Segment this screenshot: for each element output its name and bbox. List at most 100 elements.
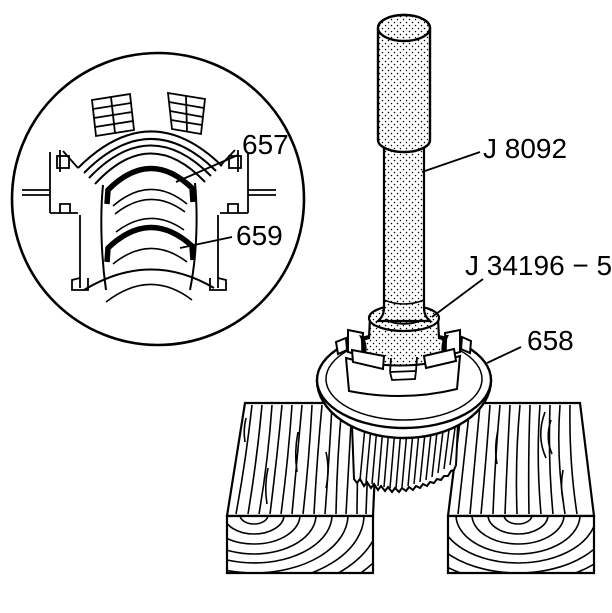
drawing-path — [185, 95, 188, 132]
drawing-path — [437, 430, 444, 474]
castellated-ring-back — [334, 328, 473, 358]
drawing-path — [62, 150, 79, 169]
label-659: 659 — [236, 220, 283, 251]
adapter-bore-rim — [385, 318, 423, 325]
callout-labels: 657 659 J 8092 J 34196 − 5 658 — [236, 129, 612, 356]
drawing-path — [449, 525, 593, 564]
drawing-path — [419, 432, 426, 483]
drawing-path — [247, 404, 263, 515]
drawing-path — [389, 370, 417, 373]
label-j8092: J 8092 — [483, 133, 567, 164]
drawing-path — [503, 517, 533, 525]
label-658: 658 — [527, 325, 574, 356]
leader-line-659 — [179, 236, 233, 249]
drawing-path — [547, 419, 553, 455]
wood-right-top-grain — [457, 404, 578, 515]
drawing-path — [425, 432, 432, 481]
wood-left-front-face — [225, 514, 375, 575]
drawing-path — [94, 152, 206, 185]
side-tooth-left — [334, 336, 349, 356]
leader-line-657 — [175, 154, 239, 183]
drawing-path — [269, 404, 283, 515]
drawing-path — [227, 203, 239, 213]
drawing-path — [228, 517, 317, 555]
drawing-path — [537, 404, 542, 515]
drawing-path — [302, 404, 313, 515]
drawing-path — [83, 138, 217, 174]
drawing-path — [311, 517, 365, 572]
gear-teeth — [350, 422, 460, 494]
drawing-path — [471, 517, 565, 545]
bearing-race-659 — [104, 224, 196, 265]
drawing-path — [258, 404, 273, 515]
driver-shaft — [374, 138, 434, 325]
inset-detail-circle — [10, 51, 306, 347]
drawing-path — [77, 130, 223, 169]
shaft-body — [374, 138, 434, 323]
drawing-path — [71, 277, 89, 291]
drawing-path — [112, 247, 188, 265]
drawing-path — [539, 411, 547, 459]
bearing-race-657 — [104, 165, 196, 215]
driver-handle — [376, 13, 432, 154]
front-notch — [389, 356, 418, 381]
drawing-path — [494, 429, 499, 465]
drawing-path — [239, 517, 269, 525]
drawing-path — [560, 469, 564, 501]
drawing-path — [228, 517, 349, 572]
drawing-path — [104, 224, 196, 263]
drawing-path — [228, 517, 301, 545]
leader-line-658 — [486, 346, 522, 364]
drawing-path — [294, 431, 299, 473]
drawing-path — [313, 404, 323, 515]
drawing-path — [88, 144, 212, 179]
wood-right-end-grain — [449, 517, 593, 572]
drawing-path — [338, 540, 372, 572]
housing-wing-left — [22, 150, 89, 291]
shaft-step-arcs — [115, 217, 185, 233]
front-tooth-left — [350, 348, 386, 371]
drawing-path — [401, 430, 408, 488]
drawing-path — [515, 404, 521, 515]
label-j34196-5: J 34196 − 5 — [465, 250, 612, 281]
drawing-path — [548, 404, 554, 515]
drawing-path — [228, 517, 285, 535]
wood-left-end-grain — [228, 517, 372, 572]
drawing-path — [431, 431, 438, 478]
drawing-path — [114, 198, 186, 215]
drawing-path — [371, 426, 378, 485]
drawing-path — [104, 165, 196, 205]
label-657: 657 — [242, 129, 289, 160]
drawing-path — [487, 517, 549, 535]
drawing-path — [365, 426, 372, 483]
drawing-path — [415, 356, 418, 372]
drawing-path — [389, 357, 392, 373]
side-tooth-right — [459, 335, 473, 355]
drawing-path — [395, 429, 402, 489]
drawing-path — [504, 404, 511, 515]
leader-line-j34196 — [431, 278, 484, 318]
drawing-path — [557, 404, 566, 515]
drawing-path — [228, 517, 333, 564]
wood-block-left — [225, 401, 380, 575]
bottom-dome — [83, 268, 215, 303]
dome-arcs — [77, 130, 223, 185]
drawing-path — [115, 217, 185, 233]
drawing-path — [264, 467, 269, 505]
handle-top-face — [376, 13, 432, 43]
drawing-path — [110, 96, 116, 134]
drawing-path — [359, 426, 366, 481]
wood-right-top-face — [446, 401, 596, 518]
drawing-path — [189, 182, 198, 291]
drawing-path — [469, 404, 481, 515]
drawing-path — [56, 155, 70, 169]
drawing-path — [243, 417, 247, 443]
castellated-ring-front — [344, 347, 462, 398]
leader-lines — [175, 151, 522, 364]
drawing-path — [325, 451, 329, 489]
drawing-path — [413, 431, 420, 485]
drawing-path — [527, 404, 531, 515]
drawing-path — [112, 188, 188, 207]
